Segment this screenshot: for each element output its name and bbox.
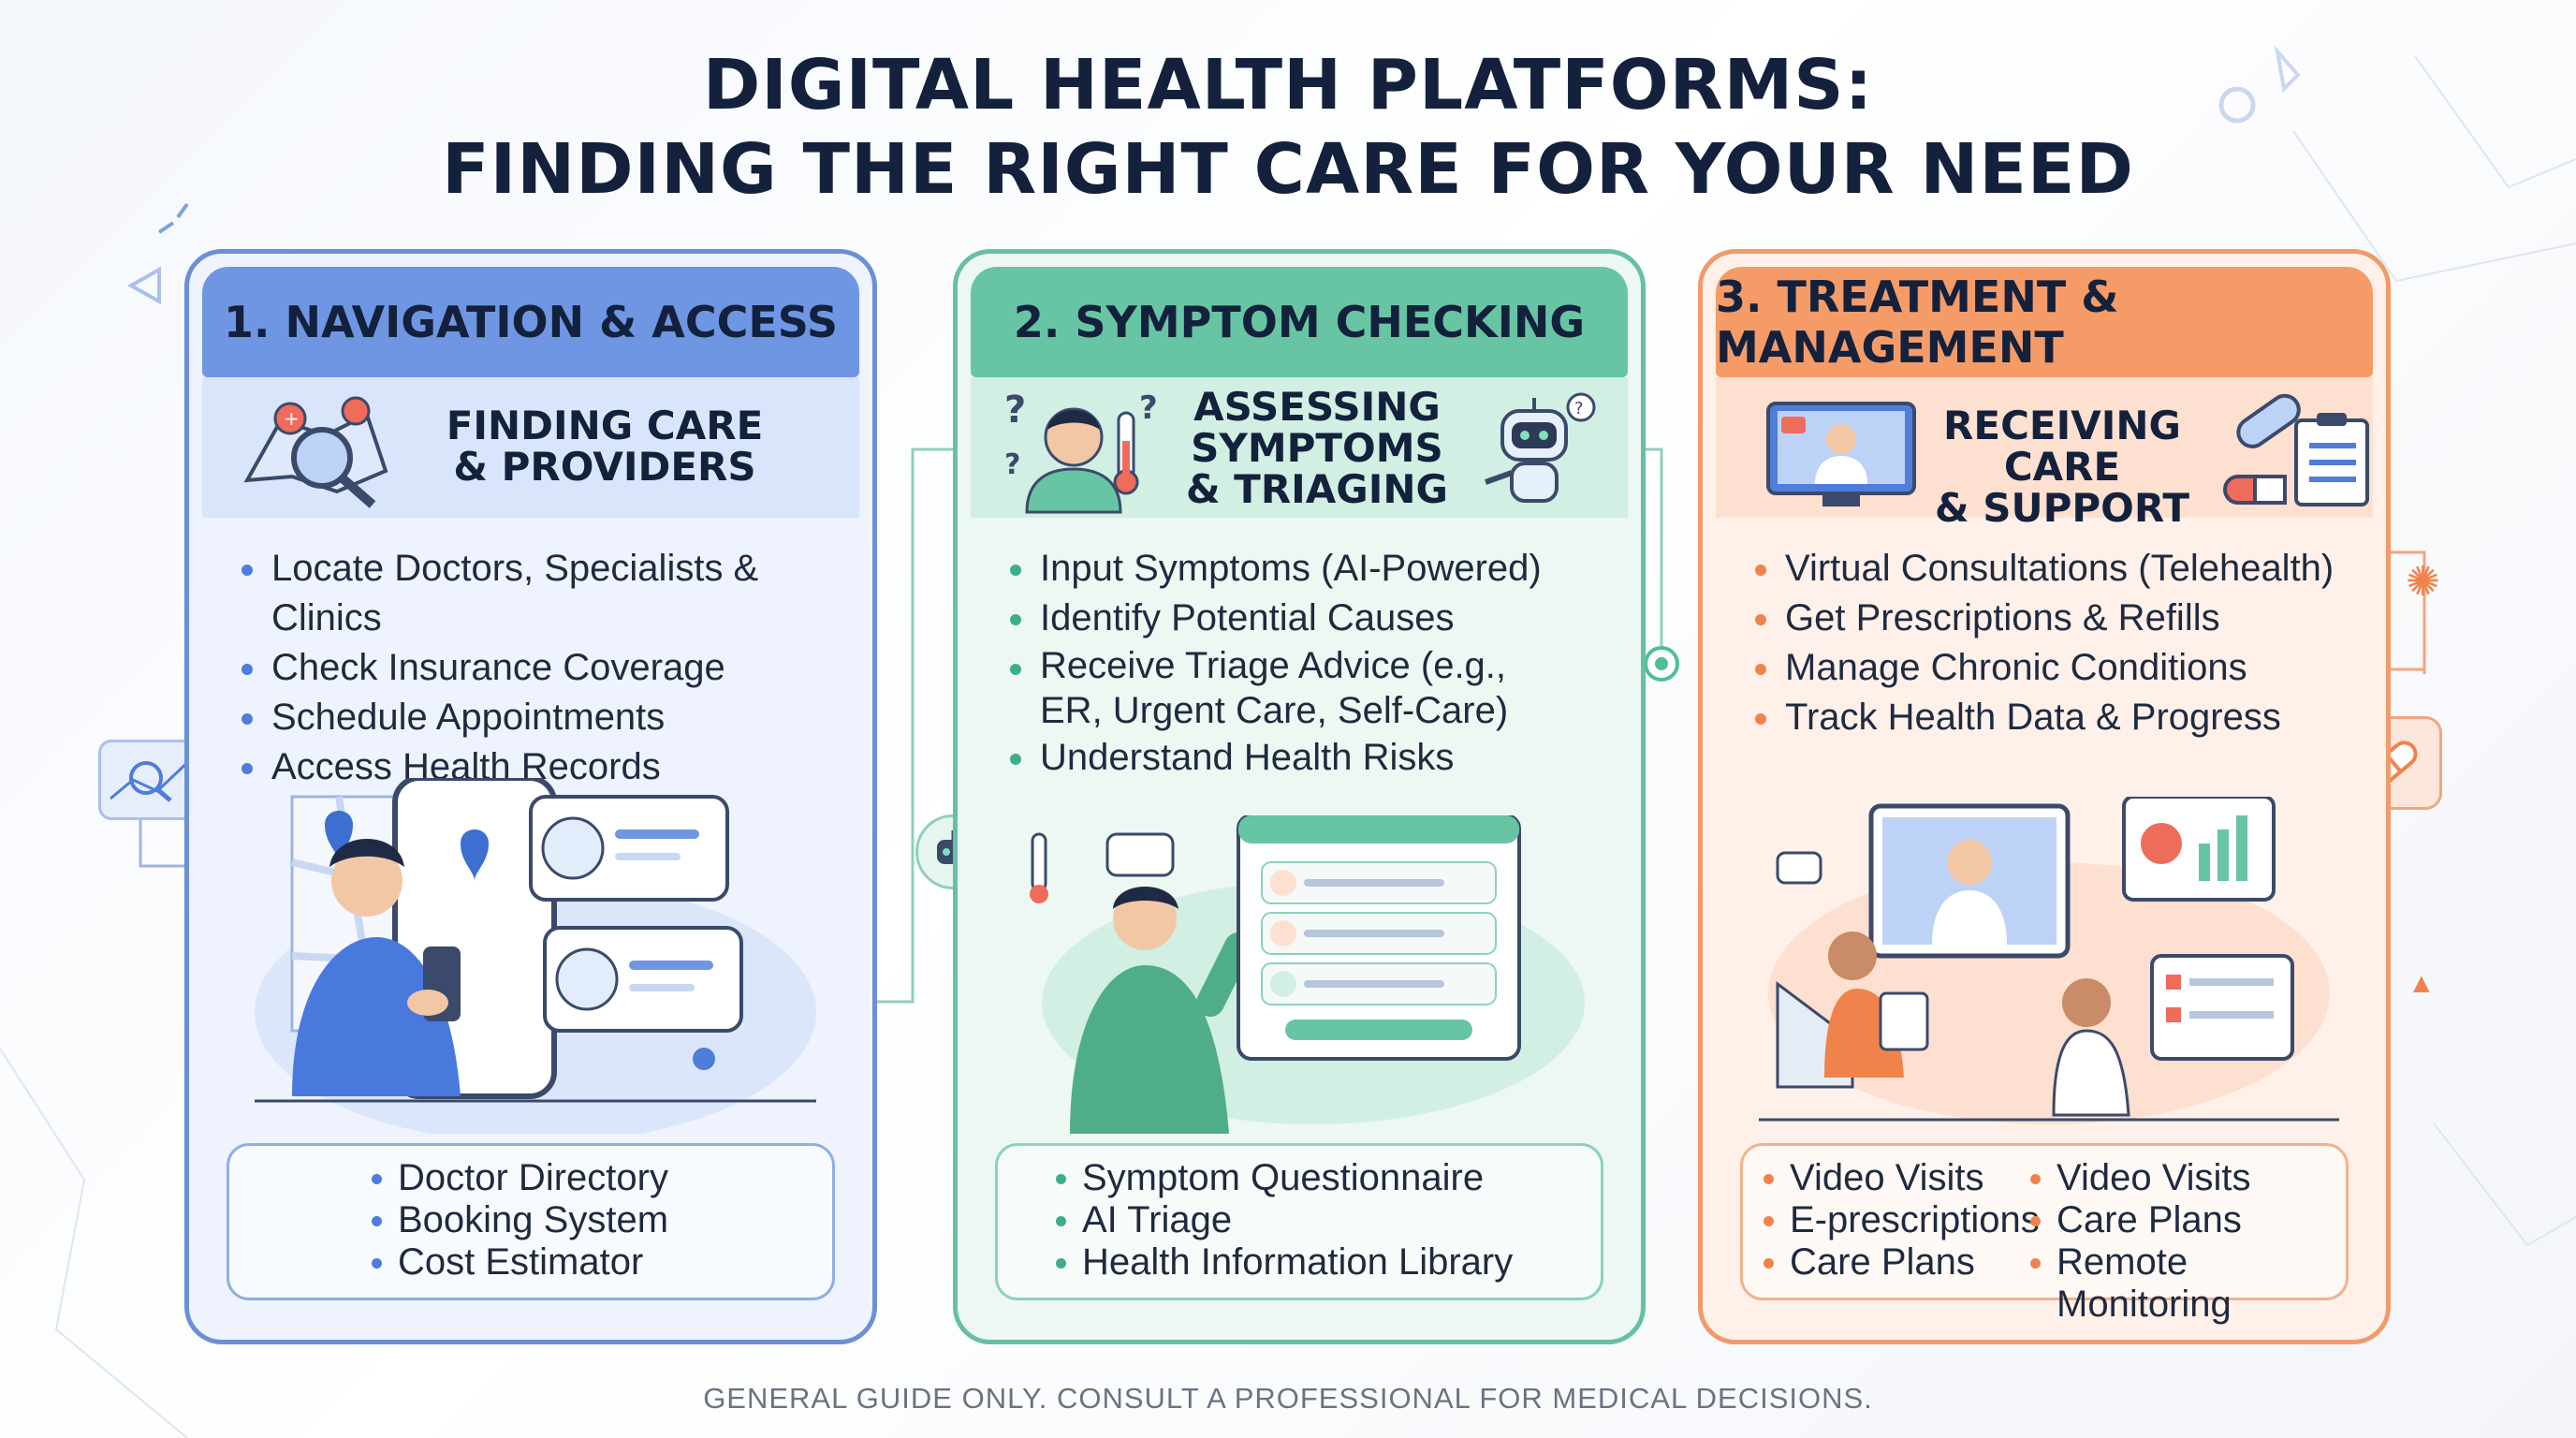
subheading-line1: ASSESSING	[1193, 384, 1441, 430]
bullet-item: Virtual Consultations (Telehealth)	[1751, 544, 2367, 594]
subheading-line1: FINDING CARE	[446, 403, 764, 448]
bullet-item: Schedule Appointments	[238, 693, 854, 742]
robot-icon: ?	[1484, 392, 1596, 503]
panel-navigation-access: 1. NAVIGATION & ACCESS + FINDING CARE & …	[184, 249, 877, 1344]
page-title-line2: FINDING THE RIGHT CARE FOR YOUR NEED	[442, 129, 2134, 210]
bullet-item: Track Health Data & Progress	[1751, 693, 2367, 742]
svg-text:+: +	[284, 407, 300, 430]
disclaimer-footer: GENERAL GUIDE ONLY. CONSULT A PROFESSION…	[703, 1382, 1873, 1415]
bullet-item: Check Insurance Coverage	[238, 643, 854, 693]
bullet-item: Input Symptoms (AI-Powered)	[1006, 544, 1622, 594]
tool-item: E-prescriptions	[1762, 1199, 2040, 1241]
prescription-pills-icon	[2223, 393, 2369, 506]
svg-text:?: ?	[1004, 389, 1026, 432]
tool-item: Video Visits	[1762, 1157, 2040, 1199]
bullet-item: Manage Chronic Conditions	[1751, 643, 2367, 693]
target-side-icon	[1644, 646, 1679, 682]
tool-item: Booking System	[370, 1199, 668, 1241]
panel-heading: 1. NAVIGATION & ACCESS	[202, 267, 859, 377]
tool-item: Care Plans	[1762, 1241, 2040, 1284]
tool-item: Cost Estimator	[370, 1241, 668, 1284]
panel-heading: 3. TREATMENT & MANAGEMENT	[1716, 267, 2373, 377]
sick-person-icon: ? ? ?	[1004, 389, 1158, 514]
subheading-line2: SYMPTOMS	[1191, 425, 1443, 471]
map-search-icon: +	[243, 396, 388, 508]
bullet-item: Locate Doctors, Specialists & Clinics	[238, 544, 854, 643]
panel-subheader: + FINDING CARE & PROVIDERS	[202, 377, 859, 518]
panel-symptom-checking: 2. SYMPTOM CHECKING ? ? ? ASSESSING SYMP…	[953, 249, 1646, 1344]
panel-heading: 2. SYMPTOM CHECKING	[971, 267, 1628, 377]
telehealth-monitor-icon	[1766, 402, 1916, 506]
panel-treatment-management: 3. TREATMENT & MANAGEMENT RECEIVING CARE…	[1698, 249, 2391, 1344]
virtual-consultation-illustration	[1759, 797, 2339, 1124]
tool-item: Health Information Library	[1054, 1241, 1513, 1284]
bullet-item: Receive Triage Advice (e.g.,	[1006, 643, 1622, 688]
tools-box: Video Visits E-prescriptions Care Plans …	[1740, 1143, 2349, 1325]
tool-item: Care Plans	[2028, 1199, 2346, 1241]
panel-subheader: RECEIVING CARE & SUPPORT	[1716, 377, 2373, 529]
svg-text:?: ?	[1574, 399, 1584, 418]
bullet-item: Understand Health Risks	[1006, 733, 1622, 783]
tool-item: Doctor Directory	[370, 1157, 668, 1199]
tool-item: Symptom Questionnaire	[1054, 1157, 1513, 1199]
bullet-item: Get Prescriptions & Refills	[1751, 594, 2367, 643]
svg-text:?: ?	[1004, 448, 1020, 481]
gear-side-icon: ✺	[2406, 559, 2440, 605]
flask-side-icon: ▲	[2408, 968, 2436, 999]
subheading-line1: RECEIVING CARE	[1943, 403, 2181, 490]
tool-item: Remote Monitoring	[2028, 1241, 2346, 1326]
subheading-line3: & TRIAGING	[1185, 466, 1449, 512]
panel-subheader: ? ? ? ASSESSING SYMPTOMS & TRIAGING ?	[971, 377, 1628, 518]
subheading-line2: & SUPPORT	[1935, 485, 2189, 531]
tools-box: Doctor Directory Booking System Cost Est…	[227, 1143, 835, 1300]
bullet-item-continuation: ER, Urgent Care, Self-Care)	[1040, 690, 1509, 731]
svg-text:?: ?	[1139, 389, 1158, 427]
symptom-checker-screen-illustration	[1030, 815, 1585, 1134]
bullet-item: Identify Potential Causes	[1006, 594, 1622, 643]
tools-box: Symptom Questionnaire AI Triage Health I…	[995, 1143, 1603, 1300]
person-with-phone-illustration	[255, 778, 816, 1134]
subheading-line2: & PROVIDERS	[453, 444, 756, 490]
tool-item: AI Triage	[1054, 1199, 1513, 1241]
tool-item: Video Visits	[2028, 1157, 2346, 1199]
page-title-line1: DIGITAL HEALTH PLATFORMS:	[702, 45, 1874, 125]
